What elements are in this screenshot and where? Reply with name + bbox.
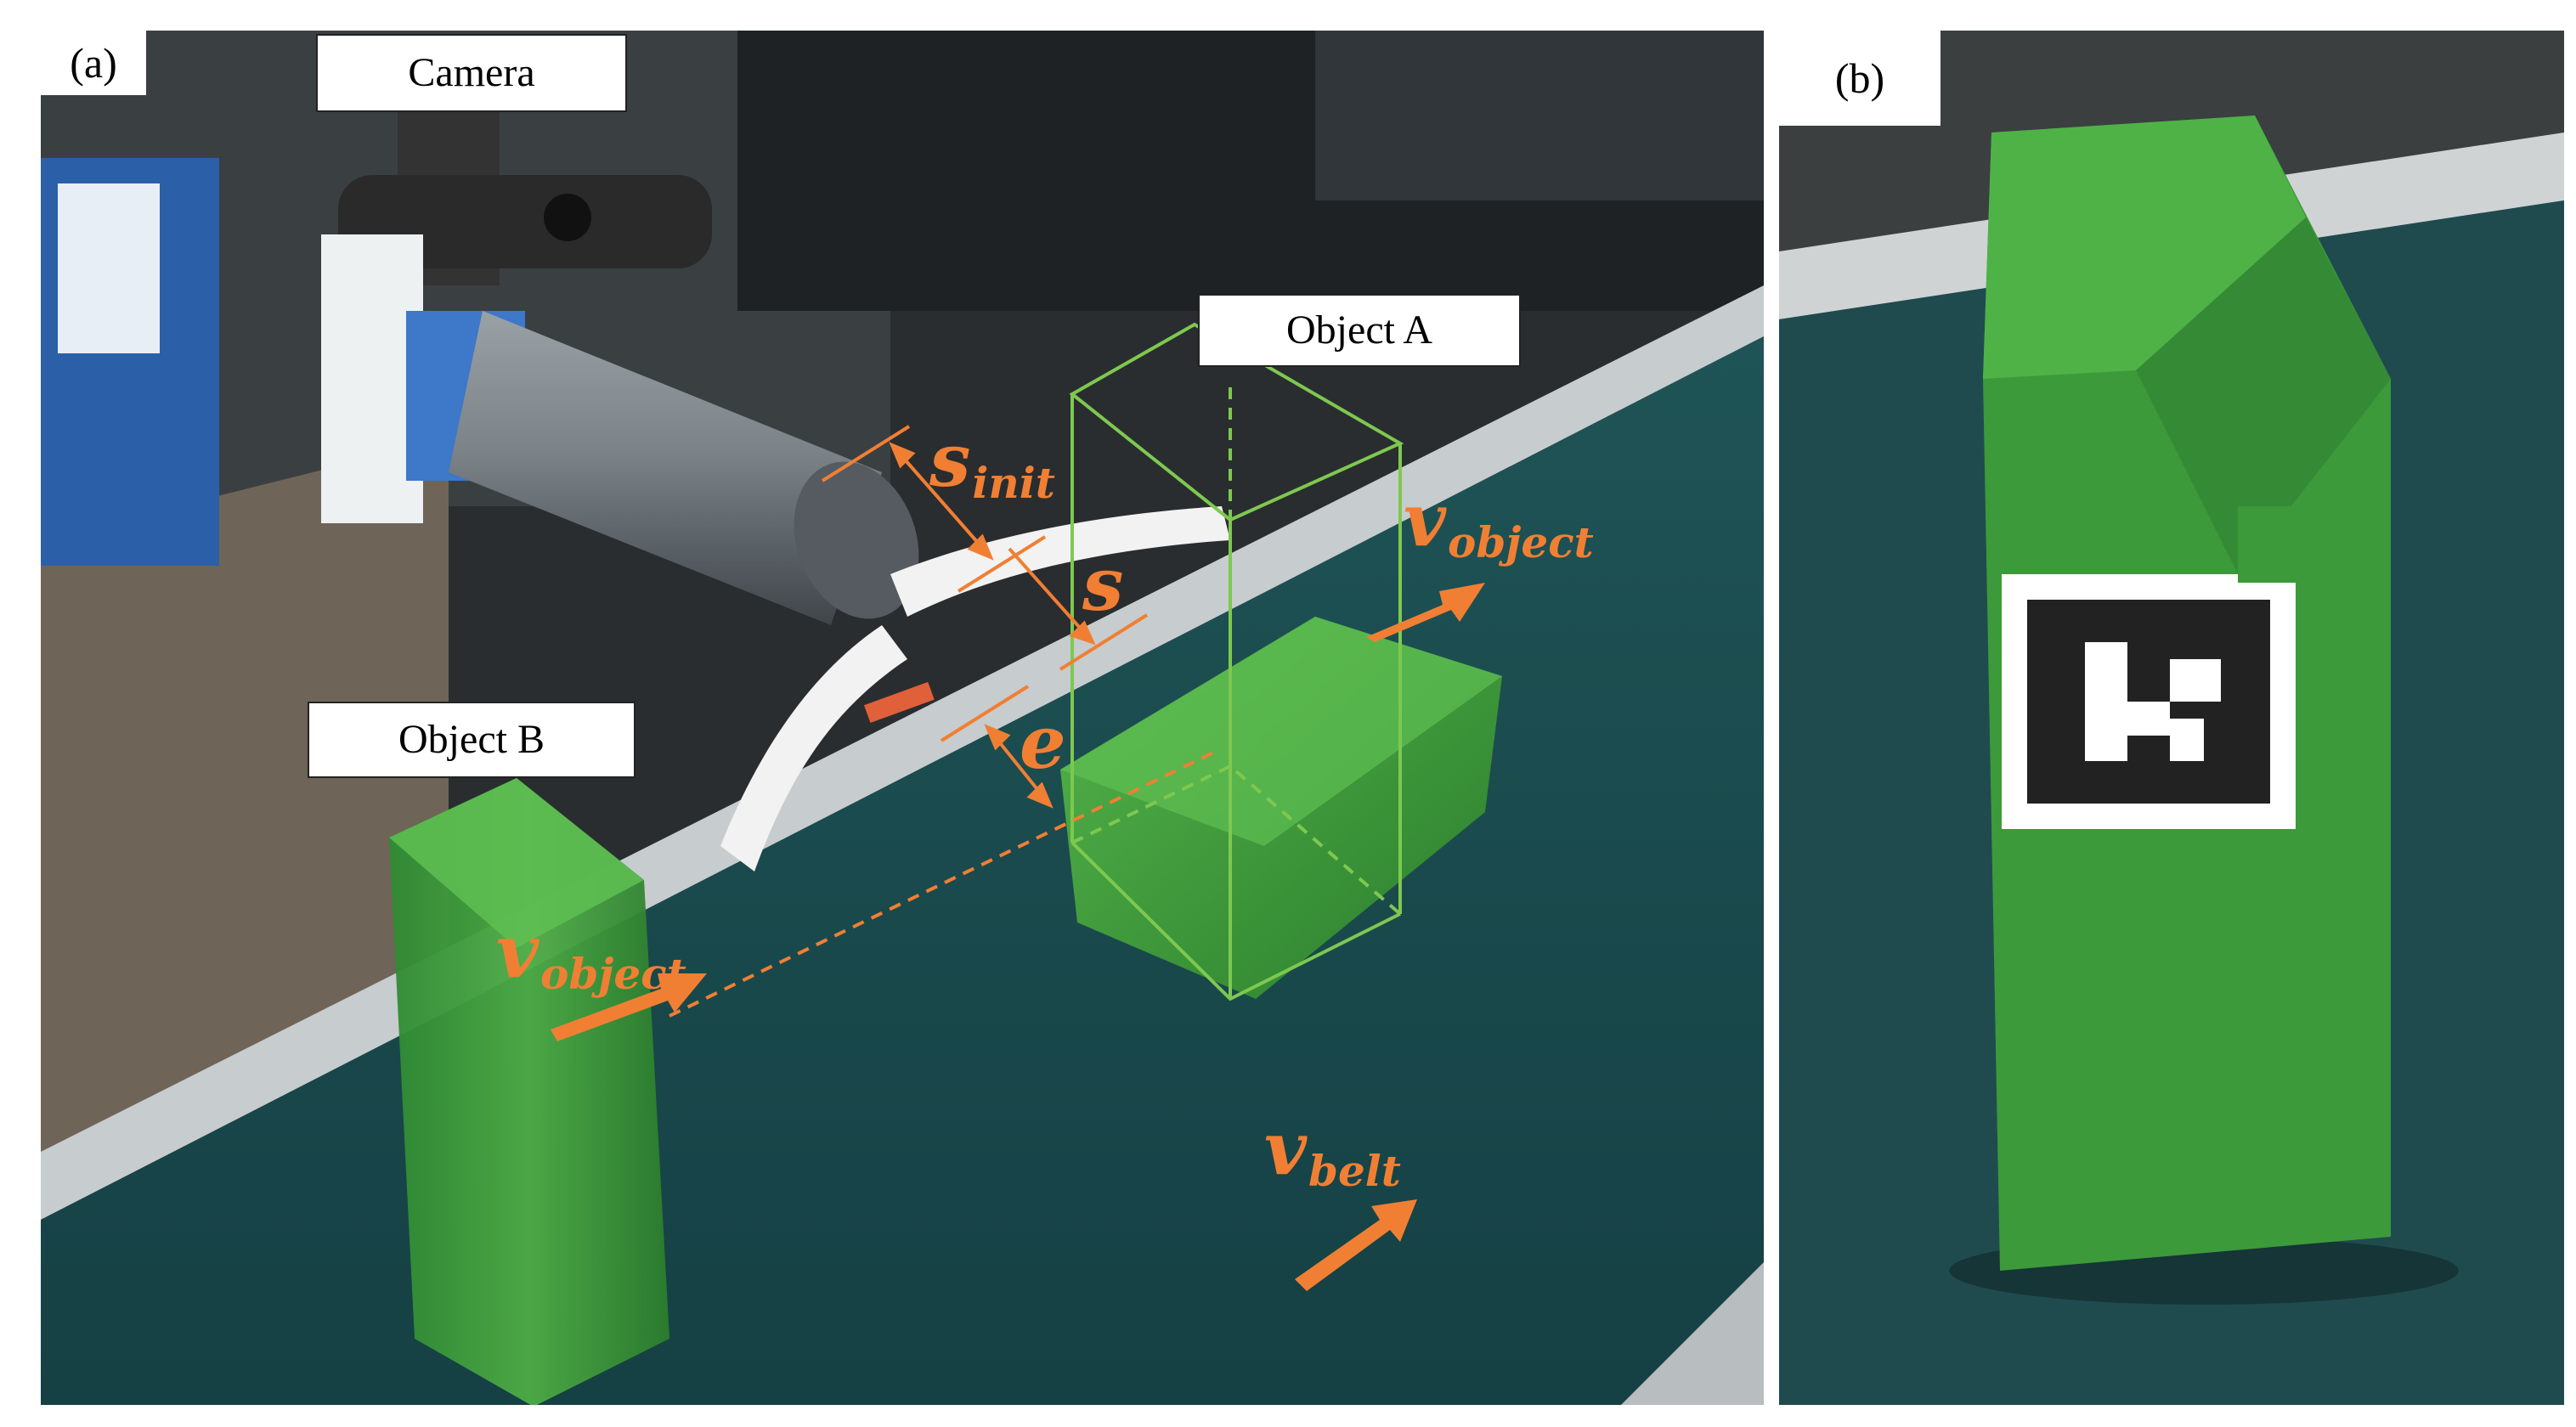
panel-b-photo: (b) xyxy=(1779,31,2564,1405)
symbol-v-object-b-main: v xyxy=(496,909,539,995)
s-init-tick-top xyxy=(821,425,911,482)
symbol-e: e xyxy=(1020,707,1066,780)
overlapping-flap xyxy=(2238,506,2331,583)
object-a-top xyxy=(1060,617,1502,846)
panel-label-b: (b) xyxy=(1779,31,1940,126)
s-init-arrow-line xyxy=(890,443,992,559)
symbol-s: s xyxy=(1082,549,1123,622)
e-arrowhead-bottom xyxy=(1026,781,1054,809)
controller-label xyxy=(58,183,160,353)
object-box-top xyxy=(1983,116,2306,379)
rail-marker xyxy=(863,681,935,723)
s-init-arrowhead-top xyxy=(889,442,916,469)
s-init-tick-bottom xyxy=(957,535,1047,593)
object-box-flap xyxy=(2136,217,2391,574)
symbol-e-main: e xyxy=(1020,700,1066,786)
object-b-box xyxy=(389,778,669,1405)
object-a-bounding-box xyxy=(1069,322,1404,1001)
v-object-a-arrow xyxy=(1366,583,1485,642)
panel-a-scene xyxy=(41,31,1764,1405)
panel-a-photo: (a) Camera Object A Object B sinit s e v… xyxy=(41,31,1764,1405)
symbol-v-belt: vbelt xyxy=(1264,1113,1401,1193)
panel-b-scene xyxy=(1779,31,2564,1405)
fiducial-pattern xyxy=(2085,642,2221,761)
aluminum-frame xyxy=(1315,31,1764,200)
symbol-v-object-b-sub: object xyxy=(539,949,686,999)
camera-label: Camera xyxy=(316,34,627,112)
symbol-v-object-a-main: v xyxy=(1404,477,1446,563)
gripper-cylinder xyxy=(449,311,882,625)
symbol-v-object-b: vobject xyxy=(496,916,686,996)
symbol-v-object-a: vobject xyxy=(1404,484,1594,564)
e-tick xyxy=(940,685,1030,742)
object-a-label: Object A xyxy=(1198,294,1521,367)
symbol-v-object-a-sub: object xyxy=(1447,517,1594,567)
s-init-arrowhead-bottom xyxy=(967,533,994,561)
camera-lens xyxy=(544,194,591,241)
symbol-v-belt-main: v xyxy=(1264,1106,1307,1192)
symbol-s-init-main: s xyxy=(929,418,971,504)
symbol-s-init: sinit xyxy=(929,425,1055,505)
s-tick xyxy=(1059,613,1149,671)
velocity-arrows xyxy=(551,583,1485,1291)
panel-label-a: (a) xyxy=(41,31,146,95)
dimension-annotations xyxy=(821,425,1149,809)
camera-body xyxy=(338,175,712,268)
object-b-label: Object B xyxy=(308,702,636,778)
finger-lower xyxy=(720,625,907,871)
s-arrowhead xyxy=(1069,620,1096,646)
conveyor-edge xyxy=(1621,1262,1764,1405)
v-belt-arrow xyxy=(1295,1199,1417,1291)
object-b-top xyxy=(389,778,644,948)
symbol-v-belt-sub: belt xyxy=(1308,1146,1401,1196)
e-arrowhead-top xyxy=(984,724,1011,751)
v-object-b-arrow xyxy=(551,973,707,1041)
symbol-s-init-sub: init xyxy=(972,458,1055,508)
finger-upper xyxy=(890,506,1230,617)
symbol-s-main: s xyxy=(1082,542,1124,628)
gripper-face xyxy=(794,461,919,619)
